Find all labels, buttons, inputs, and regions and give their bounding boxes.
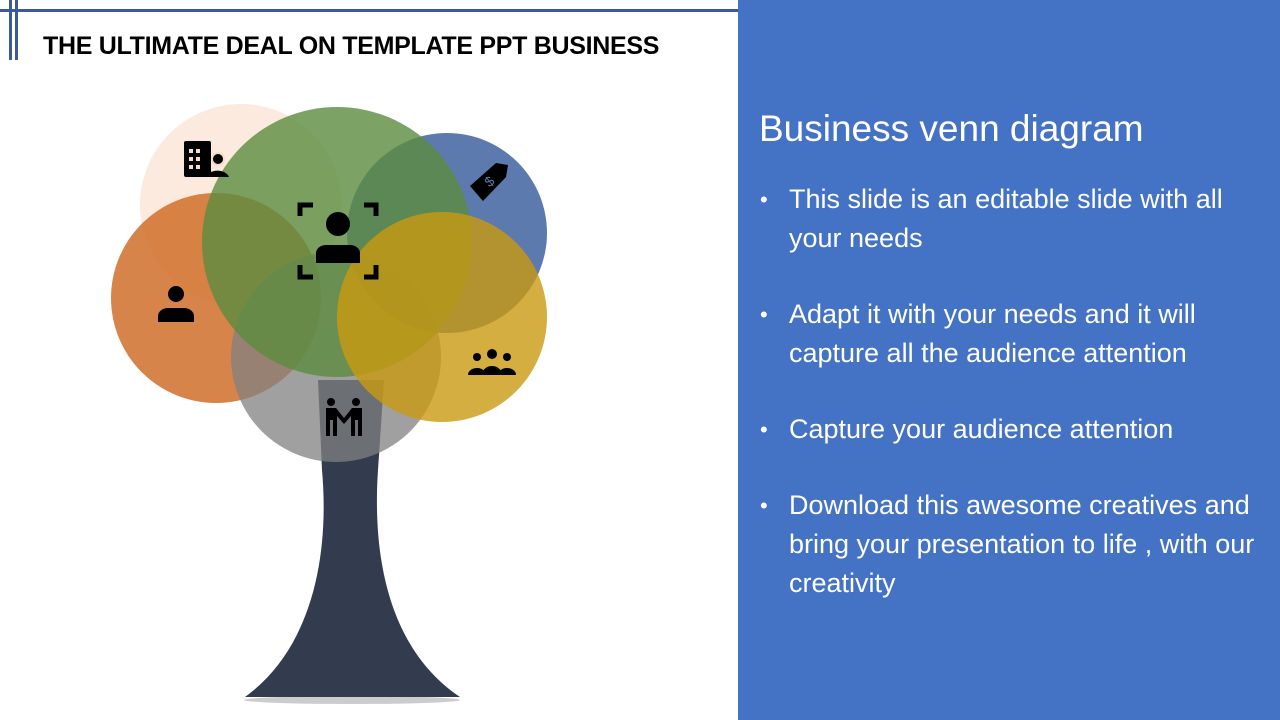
- handshake-icon: [326, 398, 362, 436]
- decor-line: [15, 0, 18, 60]
- decor-line: [9, 0, 12, 60]
- bullet-item: Capture your audience attention: [760, 410, 1270, 449]
- bullet-item: This slide is an editable slide with all…: [760, 180, 1270, 258]
- info-panel: Business venn diagram This slide is an e…: [738, 0, 1280, 720]
- bullet-item: Adapt it with your needs and it will cap…: [760, 295, 1270, 373]
- page-title: THE ULTIMATE DEAL ON TEMPLATE PPT BUSINE…: [43, 32, 660, 60]
- trunk-shadow: [244, 696, 460, 704]
- bullet-list: This slide is an editable slide with all…: [760, 180, 1270, 640]
- venn-tree-diagram: $: [111, 104, 547, 704]
- team-icon: [468, 349, 516, 375]
- circle-gold: [337, 212, 547, 422]
- user-focus-icon: [297, 202, 379, 280]
- building-person-icon: [184, 141, 229, 177]
- person-icon: [158, 286, 194, 322]
- bullet-item: Download this awesome creatives and brin…: [760, 486, 1270, 603]
- tree-trunk: [245, 380, 460, 697]
- panel-heading: Business venn diagram: [759, 108, 1144, 149]
- price-tag-icon: $: [470, 163, 508, 201]
- decor-line: [0, 9, 738, 12]
